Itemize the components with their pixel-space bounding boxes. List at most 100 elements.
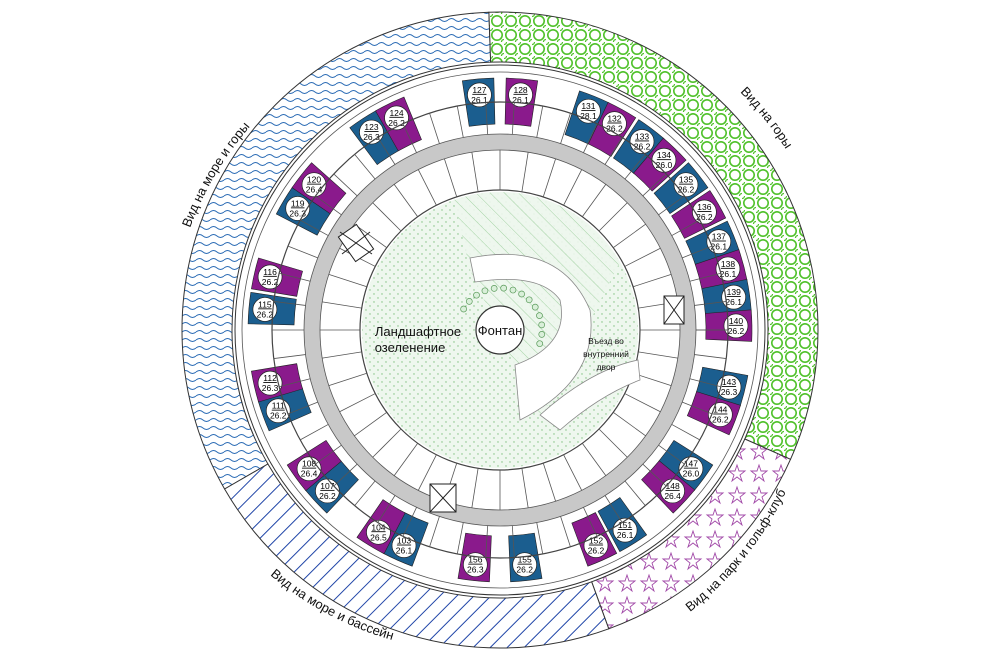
inner-wall-segment xyxy=(322,301,362,309)
apartment-number: 123 xyxy=(364,122,378,132)
apartment-area: 26.1 xyxy=(711,242,728,252)
apartment-area: 28.1 xyxy=(580,111,597,121)
inner-wall-segment xyxy=(638,351,678,359)
apartment-number: 133 xyxy=(635,132,649,142)
entrance-label-2: внутренний xyxy=(583,349,629,359)
wall-segment xyxy=(402,123,417,153)
landscape-label-2: озеленение xyxy=(375,340,446,355)
apartment-number: 115 xyxy=(258,299,272,309)
apartment-area: 26.2 xyxy=(606,124,623,134)
wall-segment xyxy=(377,495,396,523)
wall-segment xyxy=(377,137,396,165)
apartment-area: 26.0 xyxy=(656,160,673,170)
fountain-label: Фонтан xyxy=(478,323,523,338)
apartment-area: 26.2 xyxy=(728,326,745,336)
wall-segment xyxy=(604,137,623,165)
inner-wall-segment xyxy=(633,273,672,288)
apartment-label-badge xyxy=(462,552,488,578)
planter xyxy=(490,285,498,292)
inner-wall-segment xyxy=(542,463,557,502)
apartment-area: 26.1 xyxy=(396,546,413,556)
wall-segment xyxy=(642,463,667,487)
entrance-label-1: Въезд во xyxy=(588,336,624,346)
apartment-number: 137 xyxy=(712,232,726,242)
planter xyxy=(473,291,480,299)
wall-segment xyxy=(511,102,515,135)
building-edge xyxy=(241,71,759,589)
wall-segment xyxy=(456,105,464,138)
wall-segment xyxy=(429,113,440,144)
view-zones xyxy=(181,11,819,649)
wall-segment xyxy=(658,444,685,465)
apartment-number: 103 xyxy=(397,536,411,546)
apartment-number: 152 xyxy=(589,536,603,546)
inner-wall-segment xyxy=(372,202,402,232)
inner-wall-segment xyxy=(372,428,402,458)
apartment-number: 139 xyxy=(727,287,741,297)
apartment-label-badge xyxy=(257,370,283,396)
apartment-label-badge xyxy=(716,374,742,400)
apartment-number: 112 xyxy=(263,373,277,383)
apartment-number: 136 xyxy=(697,202,711,212)
wall-segment xyxy=(624,154,646,180)
zone-sea-and-pool xyxy=(223,463,610,649)
apartment-number: 120 xyxy=(307,175,321,185)
planter xyxy=(525,296,533,304)
inner-wall-segment xyxy=(471,468,479,508)
wall-segment xyxy=(560,516,571,547)
apartment-area: 26.2 xyxy=(262,277,279,287)
apartment-number: 144 xyxy=(713,405,727,415)
wall-segment xyxy=(315,195,342,216)
apartment-area: 26.3 xyxy=(467,565,484,575)
planter xyxy=(500,284,508,292)
planter xyxy=(509,286,517,294)
inner-wall-segment xyxy=(328,372,367,387)
apartment-number: 104 xyxy=(371,522,385,532)
inner-wall-segment xyxy=(471,152,479,192)
apartment-area: 26.4 xyxy=(306,185,323,195)
planter xyxy=(531,303,539,311)
planter xyxy=(465,298,473,305)
apartment-area: 26.2 xyxy=(696,212,713,222)
wall-segment xyxy=(402,507,417,537)
wall-segment xyxy=(560,113,571,144)
wall-segment xyxy=(333,463,358,487)
wall-segment xyxy=(485,525,489,558)
apartment-area: 26.1 xyxy=(720,269,737,279)
apartment-area: 26.3 xyxy=(289,208,306,218)
inner-wall-segment xyxy=(521,152,529,192)
wall-segment xyxy=(300,424,329,441)
inner-wall-segment xyxy=(354,223,387,249)
inner-wall-segment xyxy=(613,223,646,249)
apartment-label-badge xyxy=(257,264,283,290)
inner-wall-segment xyxy=(443,158,458,197)
inner-wall-segment xyxy=(563,169,583,206)
wall-segment xyxy=(354,480,376,506)
planter xyxy=(536,312,543,319)
apartment-number: 143 xyxy=(722,377,736,387)
wall-segment xyxy=(279,272,311,282)
apartment-number: 155 xyxy=(518,555,532,565)
apartment-number: 134 xyxy=(657,150,671,160)
wall-segment xyxy=(671,219,700,236)
planter xyxy=(538,331,546,338)
apartment-label-badge xyxy=(467,82,492,108)
apartment-area: 26.5 xyxy=(370,532,387,542)
apartment-area: 26.2 xyxy=(319,491,336,501)
wall-segment xyxy=(273,301,306,306)
planter xyxy=(538,321,546,329)
apartment-area: 26.3 xyxy=(721,387,738,397)
planter xyxy=(481,287,489,295)
wall-segment xyxy=(511,525,515,558)
zone-sea-and-mountains xyxy=(181,11,492,490)
stair-block-e xyxy=(663,295,685,325)
apartment-area: 26.3 xyxy=(363,132,380,142)
wall-segment xyxy=(658,195,685,216)
inner-wall-segment xyxy=(521,468,529,508)
inner-wall-segment xyxy=(417,454,437,491)
apartment-label-badge xyxy=(723,313,749,339)
apartment-number: 119 xyxy=(291,198,305,208)
apartment-number: 124 xyxy=(389,108,403,118)
